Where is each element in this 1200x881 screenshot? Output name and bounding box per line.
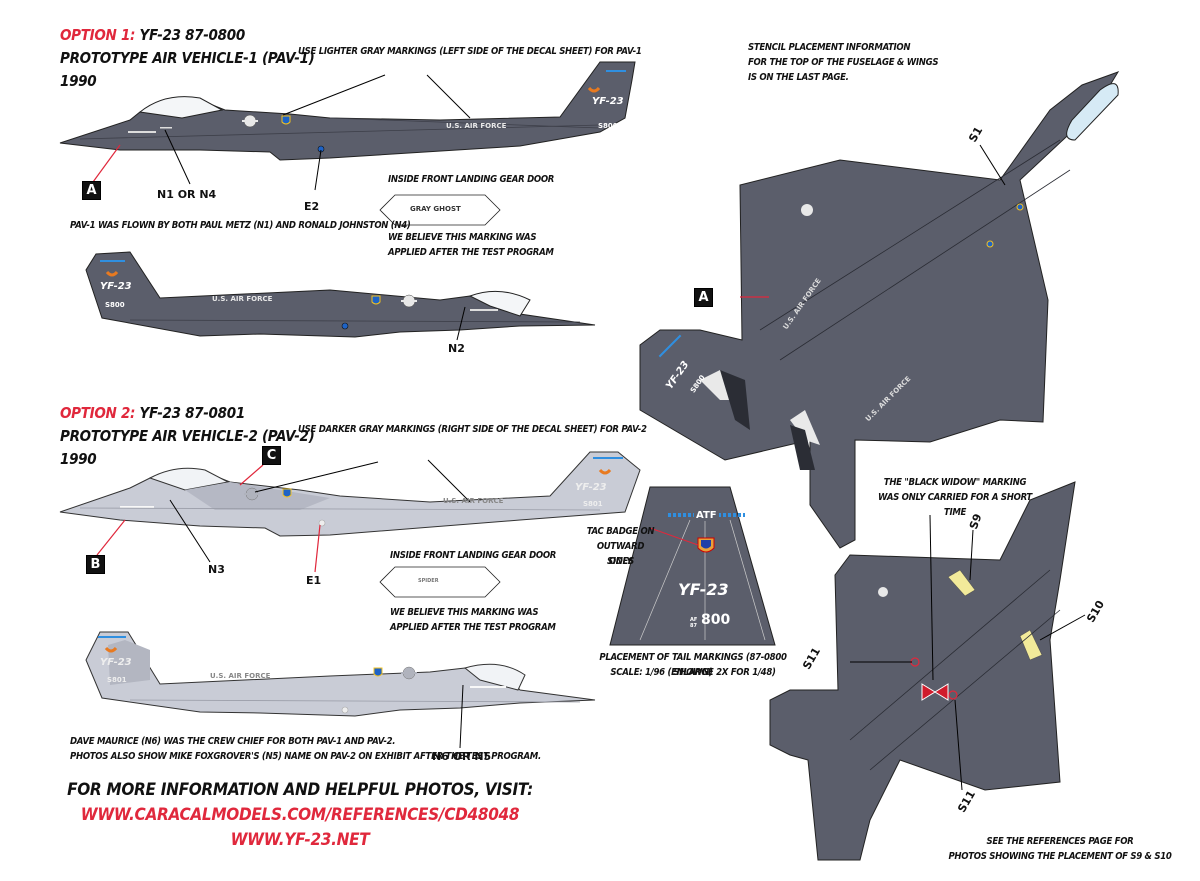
callout-s10: S10: [1084, 598, 1108, 625]
foxgrover-note: PHOTOS ALSO SHOW MIKE FOXGROVER'S (N5) N…: [70, 751, 541, 762]
tail-caption-1: PLACEMENT OF TAIL MARKINGS (87-0800 SHOW…: [599, 652, 787, 678]
option2-prefix: OPTION 2:: [60, 404, 136, 422]
pav1-right-usaf-text: U.S. AIR FORCE: [212, 295, 273, 303]
callout-e1: E1: [306, 574, 322, 587]
pav1-right-tail-type: YF-23: [100, 281, 132, 292]
option1-heading: OPTION 1: YF-23 87-0800: [60, 24, 245, 46]
callout-s11-left: S11: [800, 645, 824, 672]
callout-e2: E2: [304, 200, 320, 213]
option2-markings-note: USE DARKER GRAY MARKINGS (RIGHT SIDE OF …: [298, 424, 647, 435]
pav2-right-usaf-text: U.S. AIR FORCE: [210, 672, 271, 680]
footer-heading: FOR MORE INFORMATION AND HELPFUL PHOTOS,…: [67, 780, 533, 800]
option1-prefix: OPTION 1:: [60, 26, 136, 44]
pav2-right-profile: [85, 631, 596, 749]
tac-badge-note-2: OUTWARD SIDES: [596, 541, 645, 567]
pav2-left-tail-type: YF-23: [575, 482, 607, 493]
pav2-right-tail-serial: S801: [107, 676, 127, 684]
black-widow-note-1: THE "BLACK WIDOW" MARKING: [883, 477, 1027, 488]
stencil-note-line-2: FOR THE TOP OF THE FUSELAGE & WINGS: [748, 57, 939, 68]
callout-b: B: [86, 555, 105, 574]
pav2-gear-door-text: SPIDER: [418, 578, 439, 584]
callout-a-top-view: A: [694, 288, 713, 307]
pav1-gear-door-note-1: WE BELIEVE THIS MARKING WAS: [388, 232, 537, 243]
tac-badge-note-1: TAC BADGE ON: [586, 526, 655, 537]
footer-link-yf23[interactable]: WWW.YF-23.NET: [230, 830, 370, 850]
option2-heading: OPTION 2: YF-23 87-0801: [60, 402, 245, 424]
top-view-usaf-text-right: U.S. AIR FORCE: [864, 374, 913, 424]
callout-n6-or-n5: N6 OR N5: [432, 750, 492, 763]
tail-caption-2: SCALE: 1/96 (ENLARGE 2X FOR 1/48): [610, 667, 776, 678]
crew-chief-note: DAVE MAURICE (N6) WAS THE CREW CHIEF FOR…: [70, 736, 396, 747]
option1-year: 1990: [60, 72, 97, 90]
references-note-1: SEE THE REFERENCES PAGE FOR: [986, 836, 1134, 847]
pav1-left-tail-serial: S800: [598, 122, 618, 130]
option1-title: YF-23 87-0800: [139, 26, 246, 44]
option2-title: YF-23 87-0801: [139, 404, 246, 422]
references-note-2: PHOTOS SHOWING THE PLACEMENT OF S9 & S10: [948, 851, 1172, 862]
stencil-note-line-1: STENCIL PLACEMENT INFORMATION: [748, 42, 911, 53]
bottom-view-aircraft: [769, 481, 1086, 861]
callout-a-pav1: A: [82, 181, 101, 200]
pav2-gear-door-heading: INSIDE FRONT LANDING GEAR DOOR: [390, 550, 557, 561]
callout-s11-bottom: S11: [955, 788, 979, 815]
tac-badge-note-3: ONLY: [608, 556, 633, 567]
option2-year: 1990: [60, 450, 97, 468]
pav2-gear-door-note-1: WE BELIEVE THIS MARKING WAS: [390, 607, 539, 618]
black-widow-note-2: WAS ONLY CARRIED FOR A SHORT TIME: [878, 492, 1032, 518]
callout-s1: S1: [966, 124, 986, 145]
pav1-left-usaf-text: U.S. AIR FORCE: [446, 122, 507, 130]
tail-af-prefix: AF 87: [690, 617, 698, 629]
option2-subtitle: PROTOTYPE AIR VEHICLE-2 (PAV-2): [60, 427, 315, 445]
tail-serial-text: 800: [701, 612, 731, 628]
top-view-tail-type: YF-23: [664, 359, 692, 392]
callout-n1-or-n4: N1 OR N4: [157, 188, 217, 201]
tail-atf-text: ATF: [694, 510, 719, 521]
stencil-note-line-3: IS ON THE LAST PAGE.: [748, 72, 849, 83]
pav1-gear-door-heading: INSIDE FRONT LANDING GEAR DOOR: [388, 174, 555, 185]
pav2-gear-door-note-2: APPLIED AFTER THE TEST PROGRAM: [390, 622, 556, 633]
callout-n3: N3: [208, 563, 225, 576]
pav1-right-tail-serial: S800: [105, 301, 125, 309]
pav1-gear-door-note-2: APPLIED AFTER THE TEST PROGRAM: [388, 247, 554, 258]
pav1-left-tail-type: YF-23: [592, 96, 624, 107]
option1-subtitle: PROTOTYPE AIR VEHICLE-1 (PAV-1): [60, 49, 315, 67]
footer-link-caracal[interactable]: WWW.CARACALMODELS.COM/REFERENCES/CD48048: [80, 805, 520, 825]
top-view-usaf-text-left: U.S. AIR FORCE: [781, 276, 823, 332]
pav2-left-tail-serial: S801: [583, 500, 603, 508]
callout-c: C: [262, 446, 281, 465]
tail-type-text: YF-23: [678, 580, 729, 599]
pav2-right-tail-type: YF-23: [100, 657, 132, 668]
callout-n2: N2: [448, 342, 465, 355]
top-view-tail-serial: S800: [688, 373, 707, 395]
pav1-gear-door-text: GRAY GHOST: [410, 205, 461, 213]
pav1-left-profile: [59, 61, 636, 191]
pav2-left-usaf-text: U.S. AIR FORCE: [443, 497, 504, 505]
pav1-right-profile: [85, 251, 596, 341]
pav1-pilot-note: PAV-1 WAS FLOWN BY BOTH PAUL METZ (N1) A…: [70, 220, 411, 231]
option1-markings-note: USE LIGHTER GRAY MARKINGS (LEFT SIDE OF …: [298, 46, 642, 57]
